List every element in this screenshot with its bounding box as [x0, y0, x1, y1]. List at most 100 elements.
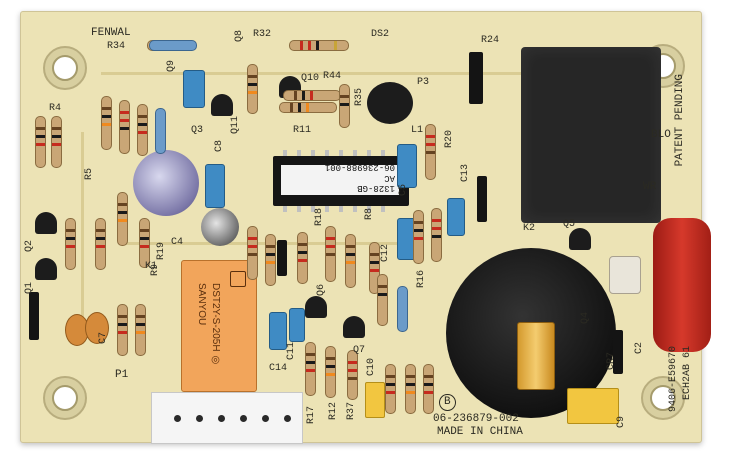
transistor-q6: [305, 296, 327, 318]
resistor-vertical: [101, 96, 112, 150]
silk-label: C2: [634, 342, 645, 355]
mounting-hole-bottom-left: [43, 376, 87, 420]
mounting-hole-bottom-right: [641, 376, 685, 420]
yellow-capacitor: [365, 382, 385, 418]
silk-label: Q1: [24, 282, 35, 295]
silk-label: K2: [523, 223, 536, 234]
patent-pending-label: PATENT PENDING: [674, 74, 686, 167]
silk-label: WR: [643, 181, 657, 193]
board-part-label: 06-236879-002: [433, 413, 519, 425]
resistor-vertical: [377, 274, 388, 326]
silk-label: R4: [49, 103, 62, 114]
resistor-vertical: [305, 342, 316, 396]
transistor-p3: [367, 82, 413, 124]
sanyou-relay: DST2Y-S-205H ◎ SANYOU: [181, 260, 257, 392]
silk-label: Q11: [230, 116, 241, 135]
blue-capacitor: [183, 70, 205, 108]
connector-label: P1: [115, 369, 129, 381]
diode: [469, 52, 483, 104]
resistor-vertical: [247, 64, 258, 114]
diode: [277, 240, 287, 276]
made-in-china-label: MADE IN CHINA: [437, 426, 523, 438]
resistor-vertical: [135, 304, 146, 356]
transistor-q3: [211, 94, 233, 116]
silk-label: R17: [306, 406, 317, 425]
resistor-vertical: [397, 286, 408, 332]
silk-label: P3: [417, 77, 430, 88]
ic-chip: 1328-GB AC 06-236988-001: [273, 150, 409, 212]
resistor-vertical: [137, 104, 148, 156]
blue-capacitor: [289, 308, 305, 342]
white-sleeve-component: [609, 256, 641, 294]
connector-p1: [151, 392, 303, 444]
resistor-r44: [283, 90, 341, 101]
relay-k2: [521, 47, 661, 223]
knob-mark-label: B: [439, 394, 456, 411]
resistor-vertical: [51, 116, 62, 168]
ceramic-capacitor: [85, 312, 109, 344]
silk-label: C14: [269, 363, 288, 374]
resistor-vertical: [345, 234, 356, 288]
silk-label: R5: [84, 168, 95, 181]
chip-label: 1328-GB AC 06-236988-001: [281, 162, 399, 195]
board-maker-label: FENWAL: [91, 27, 131, 39]
silk-label: R24: [481, 35, 500, 46]
silk-label: R20: [444, 130, 455, 149]
chip-text-2: AC: [384, 172, 395, 183]
silk-label: R11: [293, 125, 312, 136]
resistor-vertical: [385, 364, 396, 414]
silk-label: Q2: [24, 240, 35, 253]
transistor-q1: [35, 258, 57, 280]
silk-label: R12: [328, 402, 339, 421]
resistor-vertical: [65, 218, 76, 270]
silk-label: C4: [171, 237, 184, 248]
resistor-vertical: [325, 346, 336, 398]
resistor-blue: [149, 40, 197, 51]
silk-label: C5: [398, 184, 409, 197]
chip-text-1: 1328-GB: [357, 183, 395, 193]
silk-label: Q5: [563, 219, 576, 230]
silk-label: R44: [323, 71, 342, 82]
silk-label: Q3: [191, 125, 204, 136]
resistor-vertical: [297, 232, 308, 284]
resistor-vertical: [139, 218, 150, 268]
brass-terminal-tab: [517, 322, 555, 390]
resistor-r32: [289, 40, 349, 51]
resistor-vertical: [95, 218, 106, 270]
blue-capacitor: [447, 198, 465, 236]
mounting-hole-top-left: [43, 46, 87, 90]
resistor-vertical: [117, 304, 128, 356]
resistor-vertical: [369, 242, 380, 294]
silk-label: Q4: [580, 312, 591, 325]
yellow-capacitor: [567, 388, 619, 424]
silk-label: R35: [354, 88, 365, 107]
silk-label: R18: [314, 208, 325, 227]
diode: [29, 292, 39, 340]
silk-label: R37: [346, 402, 357, 421]
sanyou-logo-icon: [230, 271, 246, 287]
diode: [613, 330, 623, 374]
transistor-q7: [343, 316, 365, 338]
blue-capacitor: [269, 312, 287, 350]
silk-label: C9: [616, 416, 627, 429]
resistor-vertical: [247, 226, 258, 280]
silk-label: Q9: [166, 60, 177, 73]
chip-text-3: 06-236988-001: [324, 162, 395, 173]
silk-label: CR7: [606, 352, 617, 371]
resistor-vertical: [117, 192, 128, 246]
resistor-vertical: [325, 226, 336, 282]
silk-label: C7: [98, 332, 109, 345]
silk-label: C13: [460, 164, 471, 183]
silk-label: K1: [145, 261, 158, 272]
silk-label: C10: [366, 358, 377, 377]
silk-label: Q6: [316, 284, 327, 297]
resistor-r11: [279, 102, 337, 113]
side-code-label: ECH2AB 61: [682, 346, 693, 401]
transistor-q5: [569, 228, 591, 250]
resistor-vertical: [265, 234, 276, 286]
resistor-vertical: [35, 116, 46, 168]
electrolytic-capacitor-large: [133, 150, 199, 216]
resistor-vertical: [339, 84, 350, 128]
silk-label: R32: [253, 29, 272, 40]
